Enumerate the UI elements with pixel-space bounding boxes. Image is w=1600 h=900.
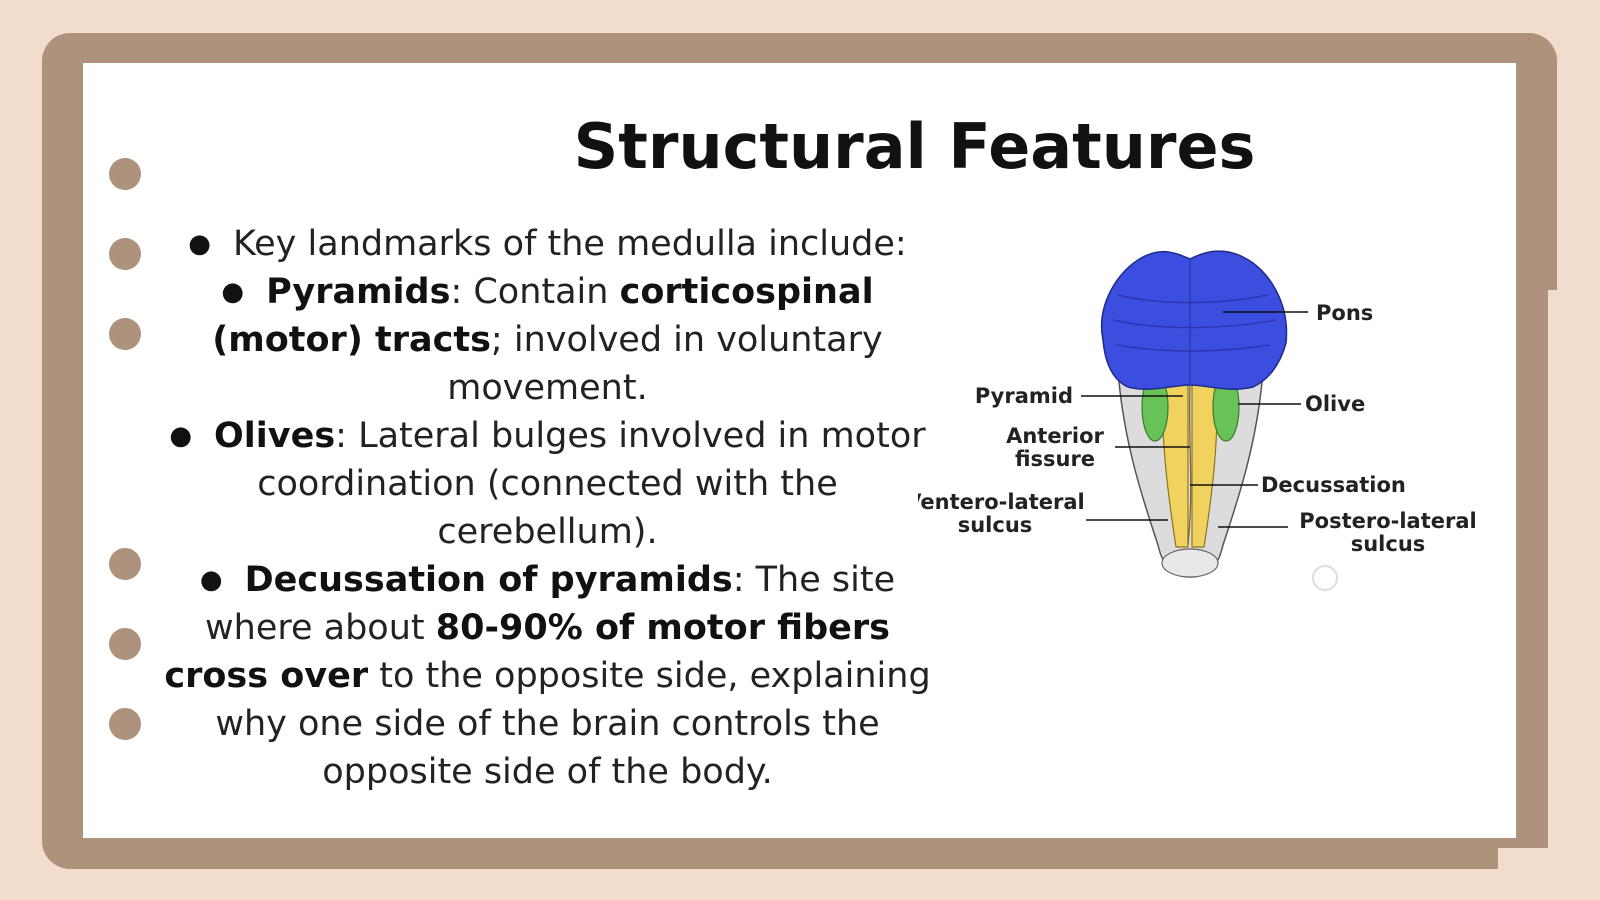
pons (1101, 250, 1288, 390)
bullet-bold-text: Decussation of pyramids (244, 560, 733, 600)
binder-hole (109, 548, 141, 580)
label-pons: Pons (1316, 301, 1373, 325)
label-anterior-fissure-line2: fissure (1015, 447, 1095, 471)
slide-title: Structural Features (573, 110, 1256, 183)
bullet-bold-text: 80-90% of motor fibers cross over (164, 608, 890, 696)
anterior-fissure (1187, 384, 1192, 546)
bullet-bold-text: Pyramids (266, 272, 451, 312)
binder-hole (109, 318, 141, 350)
bullet-item: ● Decussation of pyramids: The site where… (150, 556, 945, 796)
binder-hole (109, 628, 141, 660)
bullet-text: ; involved in voluntary movement. (447, 320, 883, 408)
label-decussation: Decussation (1261, 473, 1406, 497)
label-anterior-fissure-line1: Anterior (1006, 424, 1104, 448)
bullet-item: ● Pyramids: Contain corticospinal (motor)… (150, 268, 945, 412)
bullet-dot-icon: ● (221, 277, 245, 307)
bullet-dot-icon: ● (199, 565, 223, 595)
bullet-item: ● Key landmarks of the medulla include: (150, 220, 945, 268)
label-pyramid: Pyramid (975, 384, 1073, 408)
label-ventero-lateral-line1: Ventero-lateral (918, 490, 1085, 514)
label-postero-lateral-line1: Postero-lateral (1299, 509, 1476, 533)
frame-corner-gap (1498, 848, 1600, 900)
bullet-list: ● Key landmarks of the medulla include: ● P… (150, 220, 945, 796)
bullet-dot-icon: ● (188, 229, 211, 259)
bullet-bold-text: Olives (214, 416, 336, 456)
medulla-cut-section (1161, 548, 1219, 578)
bullet-bold-text: corticospinal (motor) tracts (212, 272, 874, 360)
bullet-text: : The site where about (205, 560, 896, 648)
label-olive: Olive (1305, 392, 1365, 416)
bullet-text: Key landmarks of the medulla include: (232, 224, 907, 264)
binder-hole (109, 708, 141, 740)
bullet-text: : Lateral bulges involved in motor coord… (257, 416, 926, 552)
slide-paper (83, 63, 1516, 838)
medulla-diagram: Pons Pyramid Olive Anterior fissure Decu… (918, 250, 1477, 591)
bullet-dot-icon: ● (169, 421, 193, 451)
bullet-item: ● Olives: Lateral bulges involved in moto… (150, 412, 945, 556)
binder-hole (109, 158, 141, 190)
frame-notch (1548, 290, 1600, 900)
label-ventero-lateral-line2: sulcus (958, 513, 1033, 537)
watermark-icon (1312, 565, 1338, 591)
binder-hole (109, 238, 141, 270)
label-postero-lateral-line2: sulcus (1351, 532, 1426, 556)
bullet-text: : Contain (450, 272, 620, 312)
bullet-text: to the opposite side, explaining why one… (215, 656, 931, 792)
